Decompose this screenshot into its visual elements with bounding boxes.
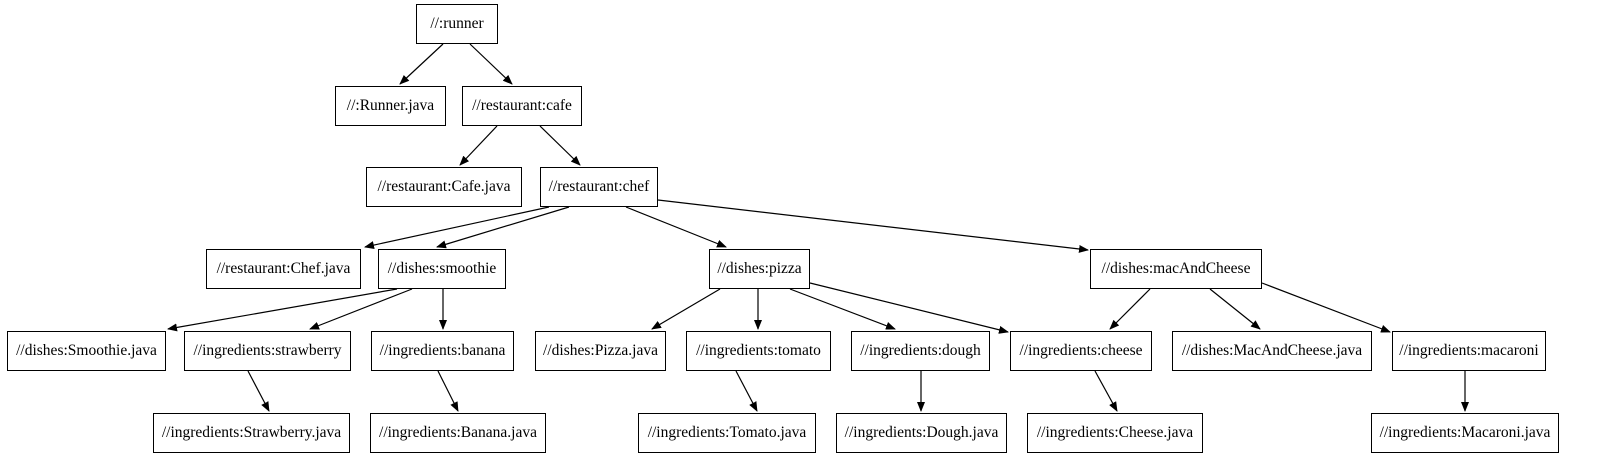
graph-node-cafe_java[interactable]: //restaurant:Cafe.java — [366, 167, 522, 207]
graph-node-label: //dishes:Pizza.java — [543, 342, 658, 360]
graph-node-ing_banana[interactable]: //ingredients:banana — [371, 331, 514, 371]
graph-node-banana_java[interactable]: //ingredients:Banana.java — [370, 413, 546, 453]
graph-node-label: //dishes:Smoothie.java — [16, 342, 157, 360]
graph-node-label: //ingredients:dough — [860, 342, 981, 360]
graph-node-label: //dishes:smoothie — [387, 260, 497, 278]
graph-node-label: //ingredients:Cheese.java — [1036, 424, 1194, 442]
graph-node-runner_java[interactable]: //:Runner.java — [335, 86, 446, 126]
graph-node-label: //ingredients:Macaroni.java — [1379, 424, 1551, 442]
graph-node-label: //ingredients:Tomato.java — [647, 424, 807, 442]
graph-node-label: //ingredients:Banana.java — [379, 424, 537, 442]
graph-node-label: //:Runner.java — [346, 97, 435, 115]
graph-node-ing_strawberry[interactable]: //ingredients:strawberry — [184, 331, 351, 371]
graph-node-macaroni_java[interactable]: //ingredients:Macaroni.java — [1371, 413, 1559, 453]
graph-edge-ing_banana-to-banana_java — [437, 370, 459, 412]
graph-node-label: //ingredients:cheese — [1019, 342, 1143, 360]
graph-node-runner[interactable]: //:runner — [416, 4, 498, 44]
graph-node-label: //restaurant:chef — [548, 178, 650, 196]
graph-node-smoothie_java[interactable]: //dishes:Smoothie.java — [7, 331, 166, 371]
graph-node-label: //dishes:macAndCheese — [1101, 260, 1251, 278]
graph-edge-dishes_pizza-to-ing_cheese — [809, 282, 1009, 334]
graph-node-restaurant_cafe[interactable]: //restaurant:cafe — [462, 86, 582, 126]
graph-node-label: //:runner — [430, 15, 484, 33]
graph-edge-restaurant_chef-to-dishes_smoothie — [436, 206, 570, 249]
graph-edge-dishes_pizza-to-pizza_java — [651, 288, 721, 330]
graph-edge-dishes_smoothie-to-ing_strawberry — [309, 288, 413, 330]
graph-edge-ing_strawberry-to-strawberry_java — [247, 370, 270, 412]
graph-node-label: //restaurant:cafe — [472, 97, 572, 115]
graph-node-restaurant_chef[interactable]: //restaurant:chef — [540, 167, 658, 207]
graph-node-pizza_java[interactable]: //dishes:Pizza.java — [535, 331, 666, 371]
graph-node-label: //restaurant:Chef.java — [216, 260, 351, 278]
graph-edge-runner-to-runner_java — [399, 43, 444, 85]
graph-edge-restaurant_cafe-to-cafe_java — [459, 125, 498, 166]
graph-node-label: //ingredients:Dough.java — [844, 424, 999, 442]
graph-node-label: //dishes:pizza — [717, 260, 802, 278]
graph-edge-dishes_pizza-to-ing_dough — [789, 288, 896, 330]
graph-edge-dishes_smoothie-to-smoothie_java — [167, 288, 398, 332]
graph-node-label: //ingredients:Strawberry.java — [161, 424, 342, 442]
graph-edge-runner-to-restaurant_cafe — [469, 43, 513, 85]
graph-edge-restaurant_chef-to-dishes_pizza — [625, 206, 727, 248]
graph-edge-restaurant_cafe-to-restaurant_chef — [539, 125, 581, 166]
graph-node-dishes_smoothie[interactable]: //dishes:smoothie — [378, 249, 506, 289]
graph-node-label: //ingredients:strawberry — [193, 342, 342, 360]
graph-edge-dishes_mac-to-mac_java — [1209, 288, 1261, 330]
graph-edge-ing_tomato-to-tomato_java — [735, 370, 758, 412]
graph-edge-ing_cheese-to-cheese_java — [1094, 370, 1118, 412]
graph-node-ing_cheese[interactable]: //ingredients:cheese — [1010, 331, 1152, 371]
graph-node-cheese_java[interactable]: //ingredients:Cheese.java — [1027, 413, 1203, 453]
graph-node-ing_dough[interactable]: //ingredients:dough — [851, 331, 990, 371]
graph-node-label: //ingredients:tomato — [696, 342, 821, 360]
graph-node-tomato_java[interactable]: //ingredients:Tomato.java — [638, 413, 816, 453]
graph-node-dishes_pizza[interactable]: //dishes:pizza — [709, 249, 810, 289]
graph-edge-dishes_mac-to-ing_cheese — [1109, 288, 1151, 330]
graph-node-dough_java[interactable]: //ingredients:Dough.java — [836, 413, 1007, 453]
graph-node-strawberry_java[interactable]: //ingredients:Strawberry.java — [153, 413, 350, 453]
graph-edge-restaurant_chef-to-chef_java — [364, 206, 550, 249]
graph-node-label: //ingredients:banana — [379, 342, 506, 360]
graph-node-ing_macaroni[interactable]: //ingredients:macaroni — [1392, 331, 1546, 371]
graph-node-label: //restaurant:Cafe.java — [377, 178, 511, 196]
graph-edge-dishes_mac-to-ing_macaroni — [1261, 282, 1391, 333]
graph-node-chef_java[interactable]: //restaurant:Chef.java — [206, 249, 361, 289]
graph-node-ing_tomato[interactable]: //ingredients:tomato — [686, 331, 831, 371]
graph-edge-restaurant_chef-to-dishes_mac — [657, 199, 1089, 253]
graph-node-mac_java[interactable]: //dishes:MacAndCheese.java — [1172, 331, 1372, 371]
graph-node-label: //ingredients:macaroni — [1399, 342, 1539, 360]
graph-node-dishes_mac[interactable]: //dishes:macAndCheese — [1090, 249, 1262, 289]
graph-node-label: //dishes:MacAndCheese.java — [1181, 342, 1363, 360]
